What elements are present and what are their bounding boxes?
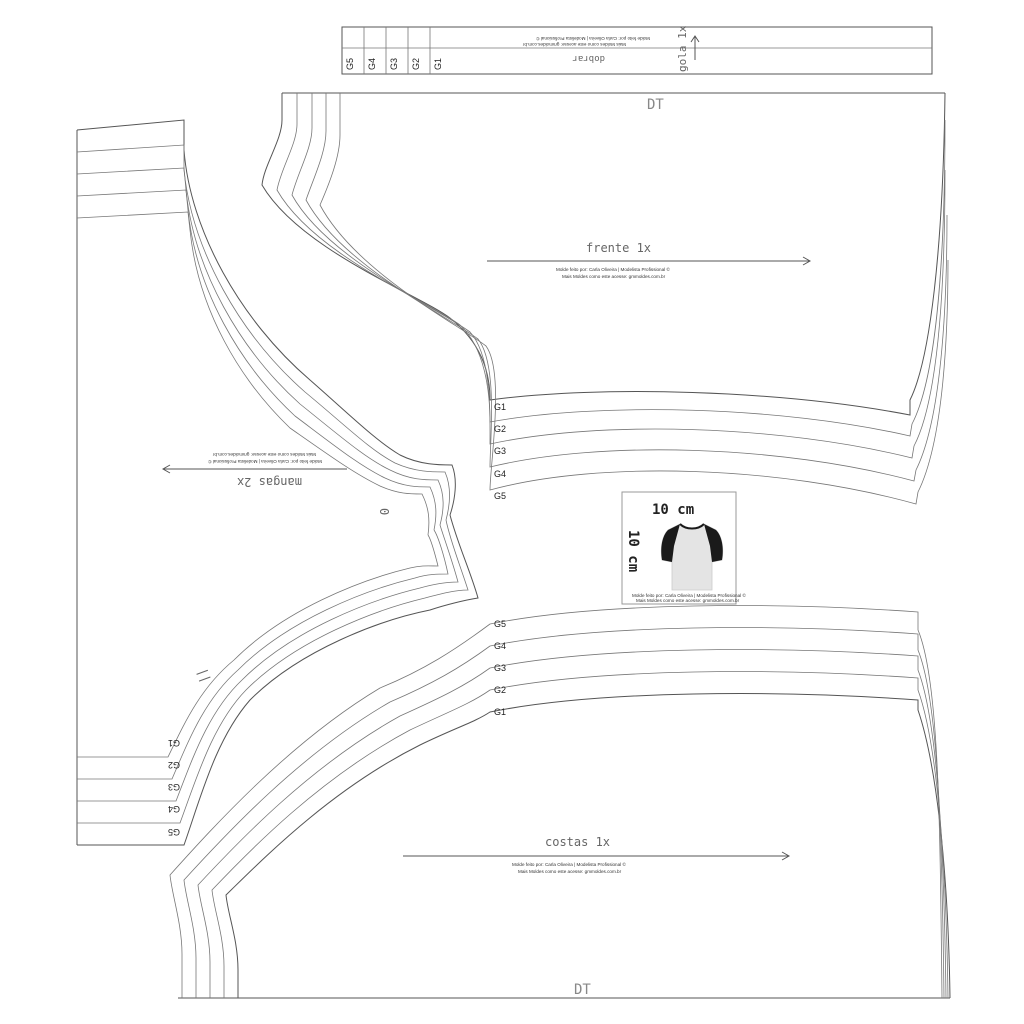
mangas-size-g1: G1 (168, 738, 180, 748)
frente-size-g1: G1 (494, 402, 506, 412)
costas-arrow-head-icon (781, 851, 791, 861)
frente-piece: G1 G2 G3 G4 G5 DT frente 1x Molde feito … (261, 92, 949, 505)
costas-credit-line-1: Molde feito por: Carla Oliveira | Modeli… (512, 861, 626, 867)
tshirt-right-sleeve (704, 524, 723, 562)
gola-piece-label: gola 1x (676, 25, 689, 72)
mangas-top-outline-g4 (76, 144, 451, 521)
gola-piece: G5 G4 G3 G2 G1 dobrar Molde feito por: C… (341, 25, 933, 75)
mangas-bottom-outline-g4 (77, 519, 469, 824)
costas-size-g4: G4 (494, 641, 506, 651)
costas-credit-line-2: Mais Moldes como este acesse: gmmoldes.c… (518, 869, 622, 874)
mangas-front-notch-mark: 0 (377, 508, 391, 515)
frente-fold-mark: DT (647, 97, 664, 113)
gola-fold-label: dobrar (572, 53, 605, 63)
gola-credit-line-1: Molde feito por: Carla Oliveira | Modeli… (536, 36, 650, 42)
mangas-bottom-outline-g1 (77, 534, 439, 758)
gola-size-g1: G1 (433, 58, 443, 70)
scale-credit-line-2: Mais Moldes como este acesse: gmmoldes.c… (636, 598, 740, 603)
mangas-bottom-outline-g3 (77, 524, 459, 802)
mangas-piece-label: mangas 2x (237, 475, 302, 489)
scale-reference-box: 10 cm 10 cm Molde feito por: Carla Olive… (621, 491, 746, 605)
costas-size-g2: G2 (494, 685, 506, 695)
frente-credit-line-1: Molde feito por: Carla Oliveira | Modeli… (556, 266, 670, 272)
gola-arrow-head-icon (690, 35, 700, 43)
gola-size-g5: G5 (345, 58, 355, 70)
frente-outline-g4 (305, 93, 948, 482)
mangas-top-outline-g5 (76, 119, 456, 516)
costas-piece-label: costas 1x (545, 835, 610, 849)
tshirt-left-sleeve (661, 524, 680, 562)
costas-outline-g1 (225, 693, 951, 999)
mangas-size-g2: G2 (168, 760, 180, 770)
raglan-tshirt-icon (660, 523, 724, 591)
gola-size-g4: G4 (367, 58, 377, 70)
frente-piece-label: frente 1x (586, 241, 651, 255)
scale-credit-line-1: Molde feito por: Carla Oliveira | Modeli… (632, 592, 746, 598)
costas-fold-mark: DT (574, 982, 591, 998)
costas-outline-g3 (197, 649, 947, 999)
frente-outline-g1 (261, 92, 946, 416)
scale-height-label: 10 cm (625, 530, 641, 572)
costas-size-g5: G5 (494, 619, 506, 629)
frente-size-g2: G2 (494, 424, 506, 434)
gola-outline (341, 26, 933, 75)
frente-outline-g3 (291, 93, 946, 459)
mangas-top-outline-g2 (76, 189, 437, 531)
costas-size-g1: G1 (494, 707, 506, 717)
mangas-size-g4: G4 (168, 804, 180, 814)
frente-outline-g5 (319, 93, 949, 505)
frente-size-g4: G4 (494, 469, 506, 479)
mangas-size-g3: G3 (168, 782, 180, 792)
costas-outline-g4 (183, 627, 945, 999)
costas-piece: G5 G4 G3 G2 G1 DT costas 1x Molde feito … (169, 605, 951, 999)
mangas-arrow-head-icon (161, 464, 171, 474)
frente-size-g3: G3 (494, 446, 506, 456)
tshirt-collar (679, 523, 705, 530)
mangas-top-outline-g1 (76, 211, 430, 536)
mangas-credit-line-1: Molde feito por: Carla Oliveira | Modeli… (208, 459, 322, 465)
frente-arrow-head-icon (802, 256, 812, 266)
gola-size-g2: G2 (411, 58, 421, 70)
mangas-top-outline-g3 (76, 167, 444, 526)
mangas-back-notch-mark: || (195, 666, 213, 684)
mangas-bottom-outline-g5 (77, 514, 479, 846)
mangas-bottom-outline-g2 (77, 529, 449, 780)
frente-outline-g2 (276, 93, 946, 437)
costas-outline-g2 (211, 671, 949, 999)
mangas-size-g5: G5 (168, 827, 180, 837)
gola-credit-line-2: Mais Moldes como este acesse: gmmoldes.c… (522, 42, 626, 47)
mangas-piece: G1 G2 G3 G4 G5 mangas 2x Molde feito por… (76, 119, 479, 846)
mangas-credit-line-2: Mais Moldes como este acesse: gmmoldes.c… (212, 452, 316, 457)
costas-outline-g5 (169, 605, 943, 999)
scale-width-label: 10 cm (652, 502, 694, 518)
gola-size-g3: G3 (389, 58, 399, 70)
frente-credit-line-2: Mais Moldes como este acesse: gmmoldes.c… (562, 274, 666, 279)
frente-size-g5: G5 (494, 491, 506, 501)
costas-size-g3: G3 (494, 663, 506, 673)
